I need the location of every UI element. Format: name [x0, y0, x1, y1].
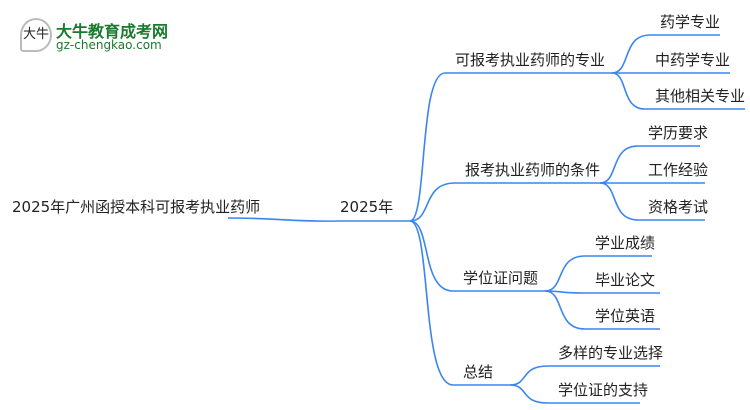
connector-line [509, 365, 549, 386]
leaf-node: 学位证的支持 [558, 381, 649, 399]
connector-line [611, 72, 646, 110]
leaf-node: 中药学专业 [655, 51, 731, 69]
logo-mark-icon: 大牛 [20, 18, 52, 52]
branch-node: 可报考执业药师的专业 [455, 51, 606, 69]
connector-line [599, 145, 639, 184]
leaf-node: 药学专业 [660, 13, 721, 31]
branch-node: 学位证问题 [463, 269, 539, 287]
connector-line [611, 34, 651, 74]
connector-line [599, 182, 639, 221]
connector-line [409, 220, 454, 386]
leaf-node: 多样的专业选择 [558, 344, 664, 362]
branch-node: 总结 [463, 363, 494, 381]
logo: 大牛 大牛教育成考网 gz-chengkao.com [18, 14, 168, 58]
leaf-node: 学业成绩 [595, 234, 656, 252]
year-node: 2025年 [340, 198, 394, 216]
connector-line [227, 217, 410, 222]
connector-line [409, 182, 456, 222]
leaf-node: 资格考试 [648, 198, 709, 216]
connector-line [409, 220, 454, 292]
connector-line [509, 384, 549, 404]
logo-title: 大牛教育成考网 [56, 22, 169, 41]
root-node: 2025年广州函授本科可报考执业药师 [12, 198, 261, 216]
branch-node: 报考执业药师的条件 [465, 161, 601, 179]
connector-line [544, 255, 586, 292]
leaf-node: 毕业论文 [595, 271, 656, 289]
leaf-node: 工作经验 [648, 161, 709, 179]
connector-line [409, 72, 446, 222]
connector-line [544, 290, 586, 330]
logo-url: gz-chengkao.com [56, 38, 162, 52]
leaf-node: 其他相关专业 [655, 87, 746, 105]
leaf-node: 学位英语 [595, 307, 656, 325]
leaf-node: 学历要求 [648, 124, 709, 142]
